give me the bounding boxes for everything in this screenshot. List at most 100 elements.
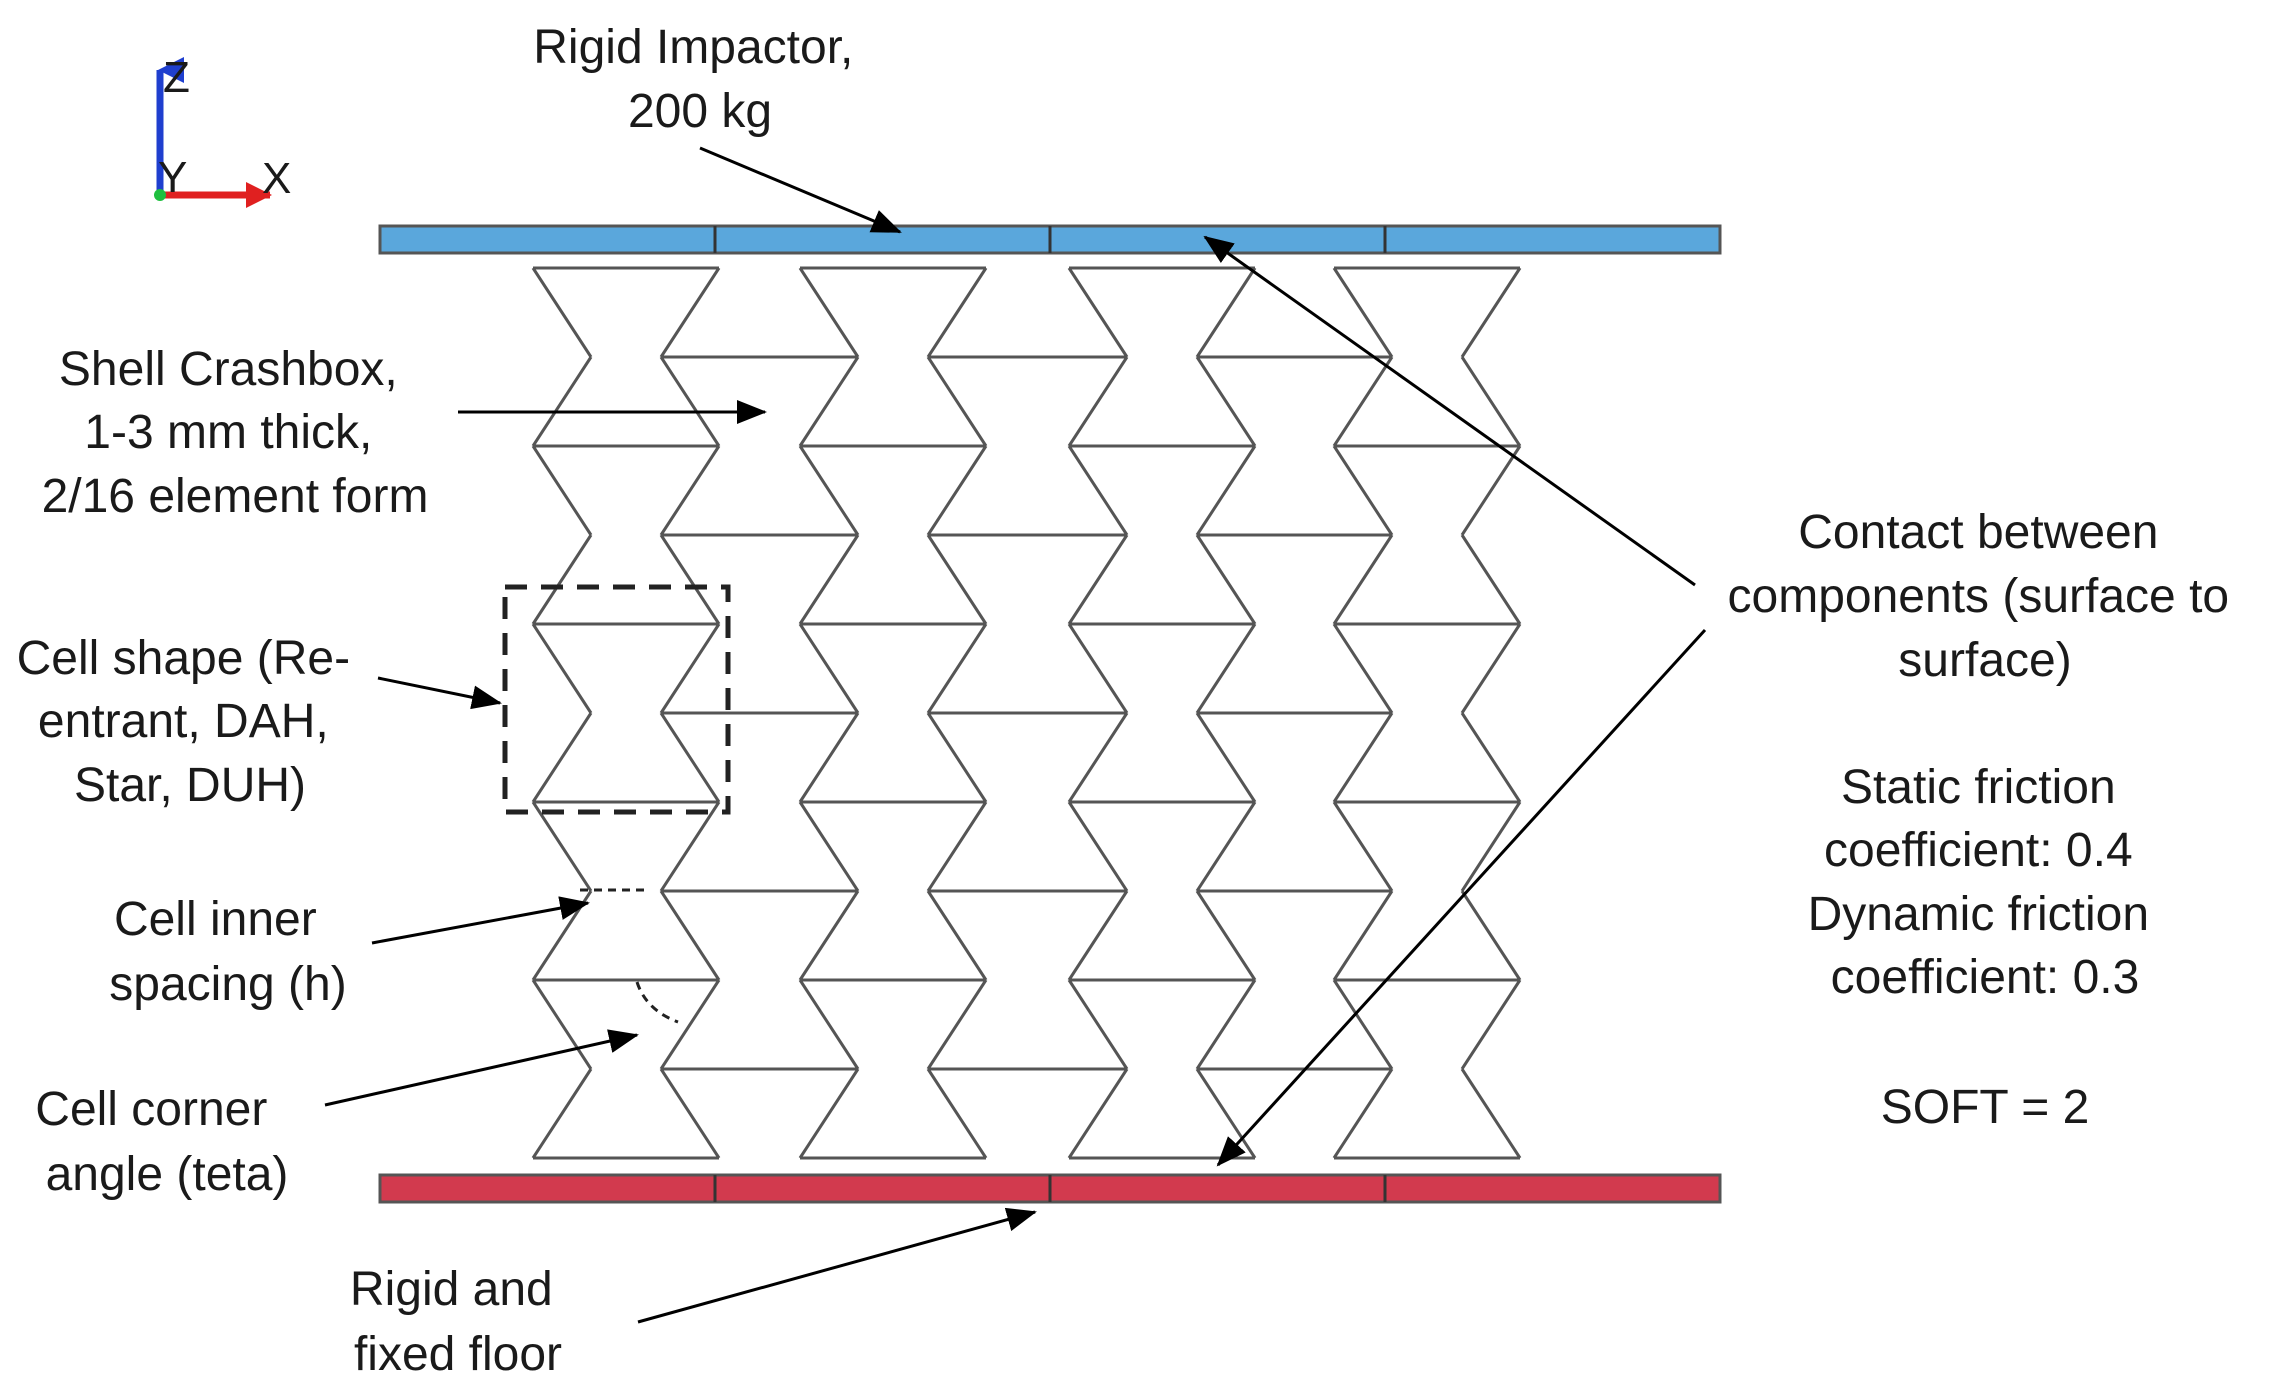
cell-wall: [926, 267, 988, 358]
friction-label: Static friction coefficient: 0.4 Dynamic…: [1808, 761, 2163, 1004]
cell-wall: [1332, 534, 1394, 625]
corner-angle-arc: [635, 981, 679, 1024]
cell-wall: [798, 356, 860, 447]
cell-wall: [531, 445, 593, 536]
friction-label-line-3: Dynamic friction: [1808, 888, 2149, 941]
contact-arrow-top: [1203, 235, 1696, 587]
inner-spacing-arrow: [371, 896, 590, 945]
cell-wall: [1067, 623, 1129, 714]
impactor-label-line-1: Rigid Impactor,: [533, 21, 853, 74]
contact-label-line-1: Contact between: [1798, 506, 2158, 559]
cell-shape-arrow: [377, 676, 502, 710]
cell-wall: [531, 356, 593, 447]
cell-wall: [1195, 623, 1257, 714]
contact-arrow-bottom: [1216, 628, 1707, 1167]
cell-wall: [1332, 712, 1394, 803]
cell-wall: [1067, 445, 1129, 536]
cell-wall: [1460, 712, 1522, 803]
crashbox-label-line-1: Shell Crashbox,: [59, 343, 398, 396]
cell-wall: [798, 801, 860, 892]
cell-wall: [926, 712, 988, 803]
inner-spacing-label-line-2: spacing (h): [109, 958, 346, 1011]
cell-wall: [1067, 979, 1129, 1070]
cell-shape-label-line-3: Star, DUH): [74, 759, 306, 812]
cell-shape-label: Cell shape (Re- entrant, DAH, Star, DUH): [17, 632, 364, 812]
impactor-arrow: [699, 146, 902, 234]
cell-wall: [1460, 356, 1522, 447]
cell-wall: [531, 267, 593, 358]
inner-spacing-label-line-1: Cell inner: [114, 893, 317, 946]
cell-wall: [926, 979, 988, 1070]
y-axis-label: Y: [158, 153, 187, 202]
cell-wall: [1067, 712, 1129, 803]
cell-wall: [1195, 534, 1257, 625]
crashbox-label-line-3: 2/16 element form: [42, 470, 429, 523]
cell-wall: [531, 1068, 593, 1159]
cell-wall: [798, 712, 860, 803]
cell-wall: [659, 445, 721, 536]
cell-wall: [1067, 801, 1129, 892]
cell-wall: [659, 267, 721, 358]
leader-arrows: [324, 146, 1707, 1324]
cell-wall: [659, 890, 721, 981]
cell-shape-label-line-2: entrant, DAH,: [38, 695, 329, 748]
cell-wall: [1067, 890, 1129, 981]
cell-wall: [1332, 890, 1394, 981]
cell-shape-label-line-1: Cell shape (Re-: [17, 632, 350, 685]
cell-shape-box: [502, 584, 731, 815]
cell-wall: [1460, 801, 1522, 892]
contact-label-line-2: components (surface to: [1728, 570, 2230, 623]
cell-wall: [1195, 267, 1257, 358]
floor-label-line-1: Rigid and: [350, 1263, 553, 1316]
cell-wall: [659, 801, 721, 892]
cell-wall: [659, 356, 721, 447]
impactor-label-line-2: 200 kg: [628, 85, 772, 138]
cell-wall: [1195, 801, 1257, 892]
cell-wall: [659, 712, 721, 803]
cell-wall: [926, 356, 988, 447]
cell-wall: [531, 623, 593, 714]
soft-label: SOFT = 2: [1881, 1081, 2090, 1134]
cell-wall: [1332, 267, 1394, 358]
cell-wall: [798, 623, 860, 714]
cell-wall: [531, 534, 593, 625]
cell-wall: [531, 801, 593, 892]
rigid-floor: [378, 1173, 1722, 1204]
cell-wall: [1460, 890, 1522, 981]
floor-label: Rigid and fixed floor: [350, 1263, 566, 1381]
friction-label-line-1: Static friction: [1841, 761, 2116, 814]
cell-wall: [1332, 979, 1394, 1070]
cell-wall: [1067, 1068, 1129, 1159]
cell-wall: [798, 1068, 860, 1159]
axis-triad: Z Y X: [154, 53, 291, 208]
rigid-impactor: [378, 224, 1722, 255]
cell-wall: [926, 1068, 988, 1159]
cell-wall: [659, 534, 721, 625]
cell-wall: [1460, 445, 1522, 536]
cell-wall: [1195, 1068, 1257, 1159]
cell-wall: [1460, 267, 1522, 358]
crashbox-label: Shell Crashbox, 1-3 mm thick, 2/16 eleme…: [42, 343, 429, 523]
cell-wall: [1460, 979, 1522, 1070]
cell-wall: [926, 890, 988, 981]
friction-label-line-4: coefficient: 0.3: [1831, 951, 2140, 1004]
cell-wall: [1067, 267, 1129, 358]
z-axis-label: Z: [163, 53, 190, 102]
y-axis-dot: [154, 189, 166, 201]
corner-angle-label-line-2: angle (teta): [46, 1148, 289, 1201]
floor-label-line-2: fixed floor: [354, 1328, 562, 1381]
cell-wall: [798, 534, 860, 625]
cell-wall: [798, 445, 860, 536]
impactor-label: Rigid Impactor, 200 kg: [533, 21, 866, 138]
auxetic-lattice: [531, 266, 1522, 1160]
cell-wall: [1067, 356, 1129, 447]
cell-wall: [1332, 801, 1394, 892]
cell-wall: [798, 267, 860, 358]
cell-wall: [1460, 534, 1522, 625]
cell-wall: [1332, 1068, 1394, 1159]
floor-arrow: [637, 1207, 1037, 1324]
cell-wall: [1460, 623, 1522, 714]
cell-wall: [1195, 890, 1257, 981]
cell-wall: [798, 890, 860, 981]
